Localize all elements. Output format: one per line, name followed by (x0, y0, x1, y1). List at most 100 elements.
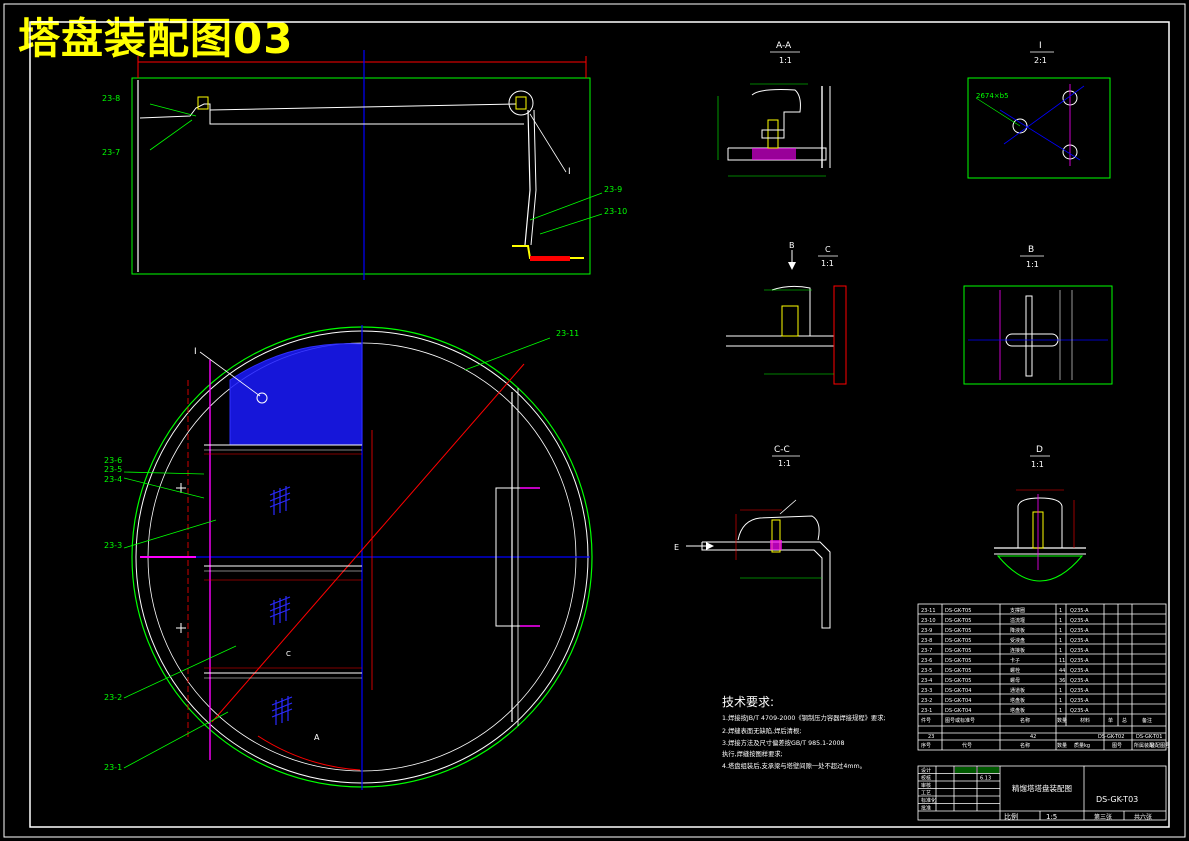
bom-cell: 卡子 (1010, 657, 1020, 664)
bom-row: 23-7 DS-GK-T05 连接板 1 Q235-A (921, 647, 1089, 654)
title-sheet-label: 第三张 (1094, 813, 1112, 821)
bom-header-cell: 图号或标准号 (945, 717, 975, 724)
bom-row: 23-3 DS-GK-T04 通道板 1 Q235-A (921, 687, 1089, 694)
bom-cell: 23-11 (921, 608, 936, 614)
bom-cell: 1 (1059, 608, 1062, 614)
detail-i-scale: 2:1 (1034, 56, 1047, 65)
detail-i-title: I (1039, 41, 1042, 51)
bom-header-cell: 件号 (921, 717, 931, 724)
bom-header-cell: 单 (1108, 717, 1113, 724)
bom-cell: DS-GK-T04 (945, 688, 971, 694)
bom-assembly-header-cell: 图号 (1112, 743, 1122, 749)
callout-23-8: 23-8 (102, 94, 120, 103)
bom-cell: 23-6 (921, 658, 932, 664)
tech-line-4: 执行,焊缝按图样要求; (722, 749, 783, 758)
callout-23-4: 23-4 (104, 475, 122, 484)
section-b-scale: 1:1 (1026, 260, 1039, 269)
title-date: 6.13 (980, 776, 991, 782)
bom-header-cell: 材料 (1080, 717, 1090, 724)
bom-cell: Q235-A (1070, 618, 1089, 624)
bom-cell: 1 (1059, 638, 1062, 644)
bom-row: 23-11 DS-GK-T05 支撑圈 1 Q235-A (921, 607, 1089, 614)
bom-assembly-header-cell: 序号 (921, 742, 931, 749)
bom-assembly-cell: 42 (1030, 734, 1036, 740)
detail-c-title: C (825, 245, 831, 254)
title-sheets-total: 共六张 (1134, 813, 1152, 821)
elevation-view (131, 50, 603, 280)
bom-assembly-header-cell: 名称 (1020, 742, 1030, 749)
bom-cell: 11 (1059, 658, 1065, 664)
callout-23-9: 23-9 (604, 185, 622, 194)
section-cc-title: C-C (774, 445, 790, 455)
bom-cell: 1 (1059, 628, 1062, 634)
bom-cell: Q235-A (1070, 628, 1089, 634)
bom-cell: DS-GK-T05 (945, 668, 971, 674)
callout-23-11: 23-11 (556, 329, 579, 338)
tech-line-2: 2.焊缝表面无缺陷,焊后清根; (722, 726, 801, 735)
bom-cell: 23-2 (921, 698, 932, 704)
bom-row: 23-9 DS-GK-T05 降液板 1 Q235-A (921, 627, 1089, 634)
bom-header-cell: 名称 (1020, 717, 1030, 724)
section-cc (686, 455, 831, 629)
title-row-label-2: 校核 (921, 775, 931, 782)
bom-cell: 1 (1059, 698, 1062, 704)
detail-d-title: D (1036, 445, 1043, 455)
section-b (963, 255, 1113, 385)
bom-row: 23-1 DS-GK-T04 塔盘板 1 Q235-A (921, 707, 1089, 714)
plan-detail-mark: I (194, 347, 197, 357)
bom-assembly-cell: DS-GK-T02 (1098, 734, 1124, 740)
bom-cell: 塔盘板 (1010, 707, 1025, 714)
bom-cell: DS-GK-T04 (945, 698, 971, 704)
bom-row: 23-6 DS-GK-T05 卡子 11 Q235-A (921, 657, 1089, 664)
title-scale-value: 1:5 (1046, 813, 1057, 821)
title-scale-label: 比例 (1004, 812, 1018, 821)
bom-cell: Q235-A (1070, 658, 1089, 664)
bom-cell: 塔盘板 (1010, 697, 1025, 704)
bom-assembly-header-cell: 所属装配 (1134, 742, 1154, 749)
bom-cell: 23-4 (921, 678, 932, 684)
tech-line-3: 3.焊接方法及尺寸偏差按GB/T 985.1-2008 (722, 738, 844, 747)
bom-cell: Q235-A (1070, 708, 1089, 714)
bom-assembly-header-cell: 装配图号 (1150, 742, 1170, 749)
bom-cell: 通道板 (1010, 687, 1025, 694)
bom-cell: 连接板 (1010, 647, 1025, 654)
detail-d (994, 455, 1086, 582)
bom-cell: 降液板 (1010, 627, 1025, 634)
bom-rows: 23-11 DS-GK-T05 支撑圈 1 Q235-A 23-10 DS-GK… (921, 607, 1170, 749)
bom-cell: Q235-A (1070, 698, 1089, 704)
bom-cell: Q235-A (1070, 638, 1089, 644)
bom-cell: 23-10 (921, 618, 936, 624)
detail-c-scale: 1:1 (821, 259, 834, 268)
inner-border (29, 21, 1170, 828)
bom-cell: Q235-A (1070, 648, 1089, 654)
callout-23-2: 23-2 (104, 693, 122, 702)
bom-cell: Q235-A (1070, 668, 1089, 674)
bom-cell: 1 (1059, 688, 1062, 694)
bom-cell: 1 (1059, 618, 1062, 624)
bom-cell: 溢流堰 (1010, 617, 1025, 624)
bom-row: 23-10 DS-GK-T05 溢流堰 1 Q235-A (921, 617, 1089, 624)
detail-c (726, 250, 847, 385)
bom-cell: 44 (1059, 668, 1065, 674)
bom-assembly-row: 23 42 DS-GK-T02 DS-GK-T01 (928, 734, 1162, 740)
bom-row: 23-4 DS-GK-T05 螺母 36 Q235-A (921, 677, 1089, 684)
section-b-arrow-label: B (789, 241, 795, 250)
bom-table (917, 603, 1167, 751)
bom-row: 23-8 DS-GK-T05 受液盘 1 Q235-A (921, 637, 1089, 644)
bom-cell: 23-1 (921, 708, 932, 714)
title-row-label-5: 标准化 (921, 797, 936, 804)
bom-cell: 1 (1059, 648, 1062, 654)
plan-section-mark-c: C (286, 650, 291, 658)
tech-requirements: 技术要求: 1.焊接按JB/T 4709-2000《钢制压力容器焊接规程》要求;… (722, 695, 886, 770)
outer-border (3, 3, 1186, 838)
bom-cell: DS-GK-T05 (945, 638, 971, 644)
bom-header-cell: 总 (1122, 717, 1127, 724)
callout-23-3: 23-3 (104, 541, 122, 550)
bom-cell: Q235-A (1070, 608, 1089, 614)
bom-assembly-header-cell: 代号 (962, 742, 972, 749)
title-block (917, 765, 1167, 821)
bom-row: 23-2 DS-GK-T04 塔盘板 1 Q235-A (921, 697, 1089, 704)
section-aa (717, 51, 831, 177)
tech-line-5: 4.塔盘组装后,支承梁与塔壁间隙一处不超过4mm。 (722, 761, 866, 770)
